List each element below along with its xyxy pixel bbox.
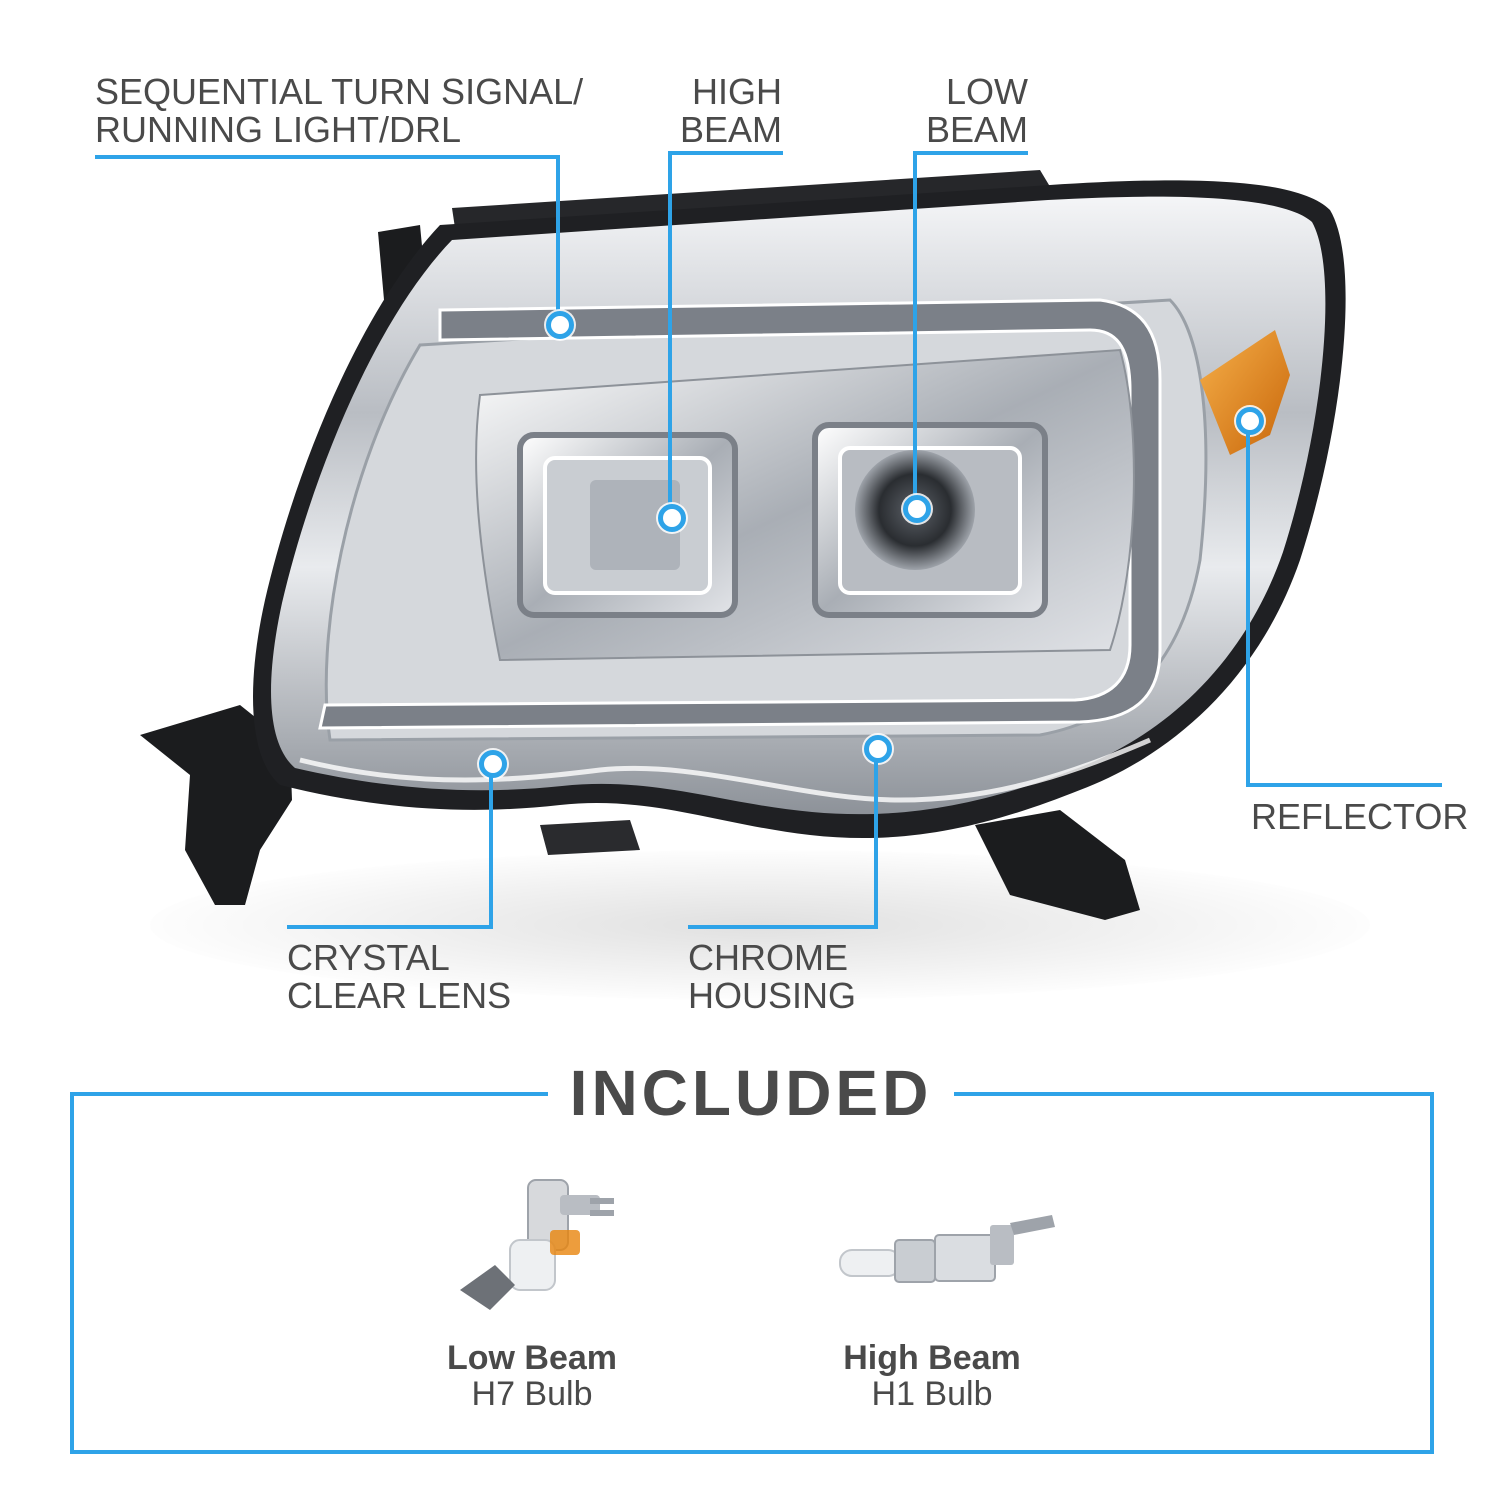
turn-signal-leader-v	[556, 155, 560, 322]
reflector-leader-h	[1246, 783, 1442, 787]
bottom-bracket	[975, 810, 1140, 920]
turn-signal-leader-h	[95, 155, 560, 159]
lens-leader-v	[489, 773, 493, 929]
high-beam-bulb-caption: High Beam H1 Bulb	[820, 1340, 1044, 1412]
turn-signal-label: SEQUENTIAL TURN SIGNAL/ RUNNING LIGHT/DR…	[95, 71, 584, 150]
h7-bulb-image	[460, 1179, 614, 1310]
lens-leader-h	[287, 925, 493, 929]
high-beam-marker	[658, 504, 686, 532]
low-beam-leader-v	[913, 151, 917, 506]
high-beam-bulb-type: H1 Bulb	[871, 1375, 993, 1413]
reflector-label: REFLECTOR	[1251, 796, 1469, 837]
high-beam-leader-h	[668, 151, 783, 155]
lens-marker	[479, 750, 507, 778]
low-beam-bulb-type: H7 Bulb	[471, 1375, 593, 1413]
bottom-tab	[540, 820, 640, 855]
turn-signal-marker	[546, 311, 574, 339]
lens-edge	[299, 737, 1151, 803]
drl-light-bar	[318, 298, 1162, 730]
left-bracket	[140, 705, 292, 905]
low-beam-bulb-caption: Low Beam H7 Bulb	[420, 1340, 644, 1412]
reflector-marker	[1236, 407, 1264, 435]
reflector-leader-v	[1246, 430, 1250, 787]
low-beam-bulb-name: Low Beam	[446, 1339, 618, 1377]
housing-leader-v	[874, 758, 878, 929]
housing-leader-h	[688, 925, 878, 929]
h1-bulb-image	[839, 1215, 1055, 1283]
lens-label: CRYSTAL CLEAR LENS	[287, 937, 512, 1016]
amber-side-marker	[1200, 330, 1290, 455]
high-beam-label: HIGH BEAM	[679, 71, 782, 150]
high-beam-leader-v	[668, 151, 672, 515]
included-title: INCLUDED	[548, 1058, 954, 1128]
high-beam-bulb-name: High Beam	[843, 1339, 1021, 1377]
included-box	[70, 1092, 1434, 1454]
housing-marker	[864, 735, 892, 763]
top-rail	[452, 170, 1055, 228]
housing-label: CHROME HOUSING	[688, 937, 857, 1016]
low-beam-leader-h	[913, 151, 1028, 155]
low-beam-marker	[903, 495, 931, 523]
low-beam-label: LOW BEAM	[925, 71, 1028, 150]
